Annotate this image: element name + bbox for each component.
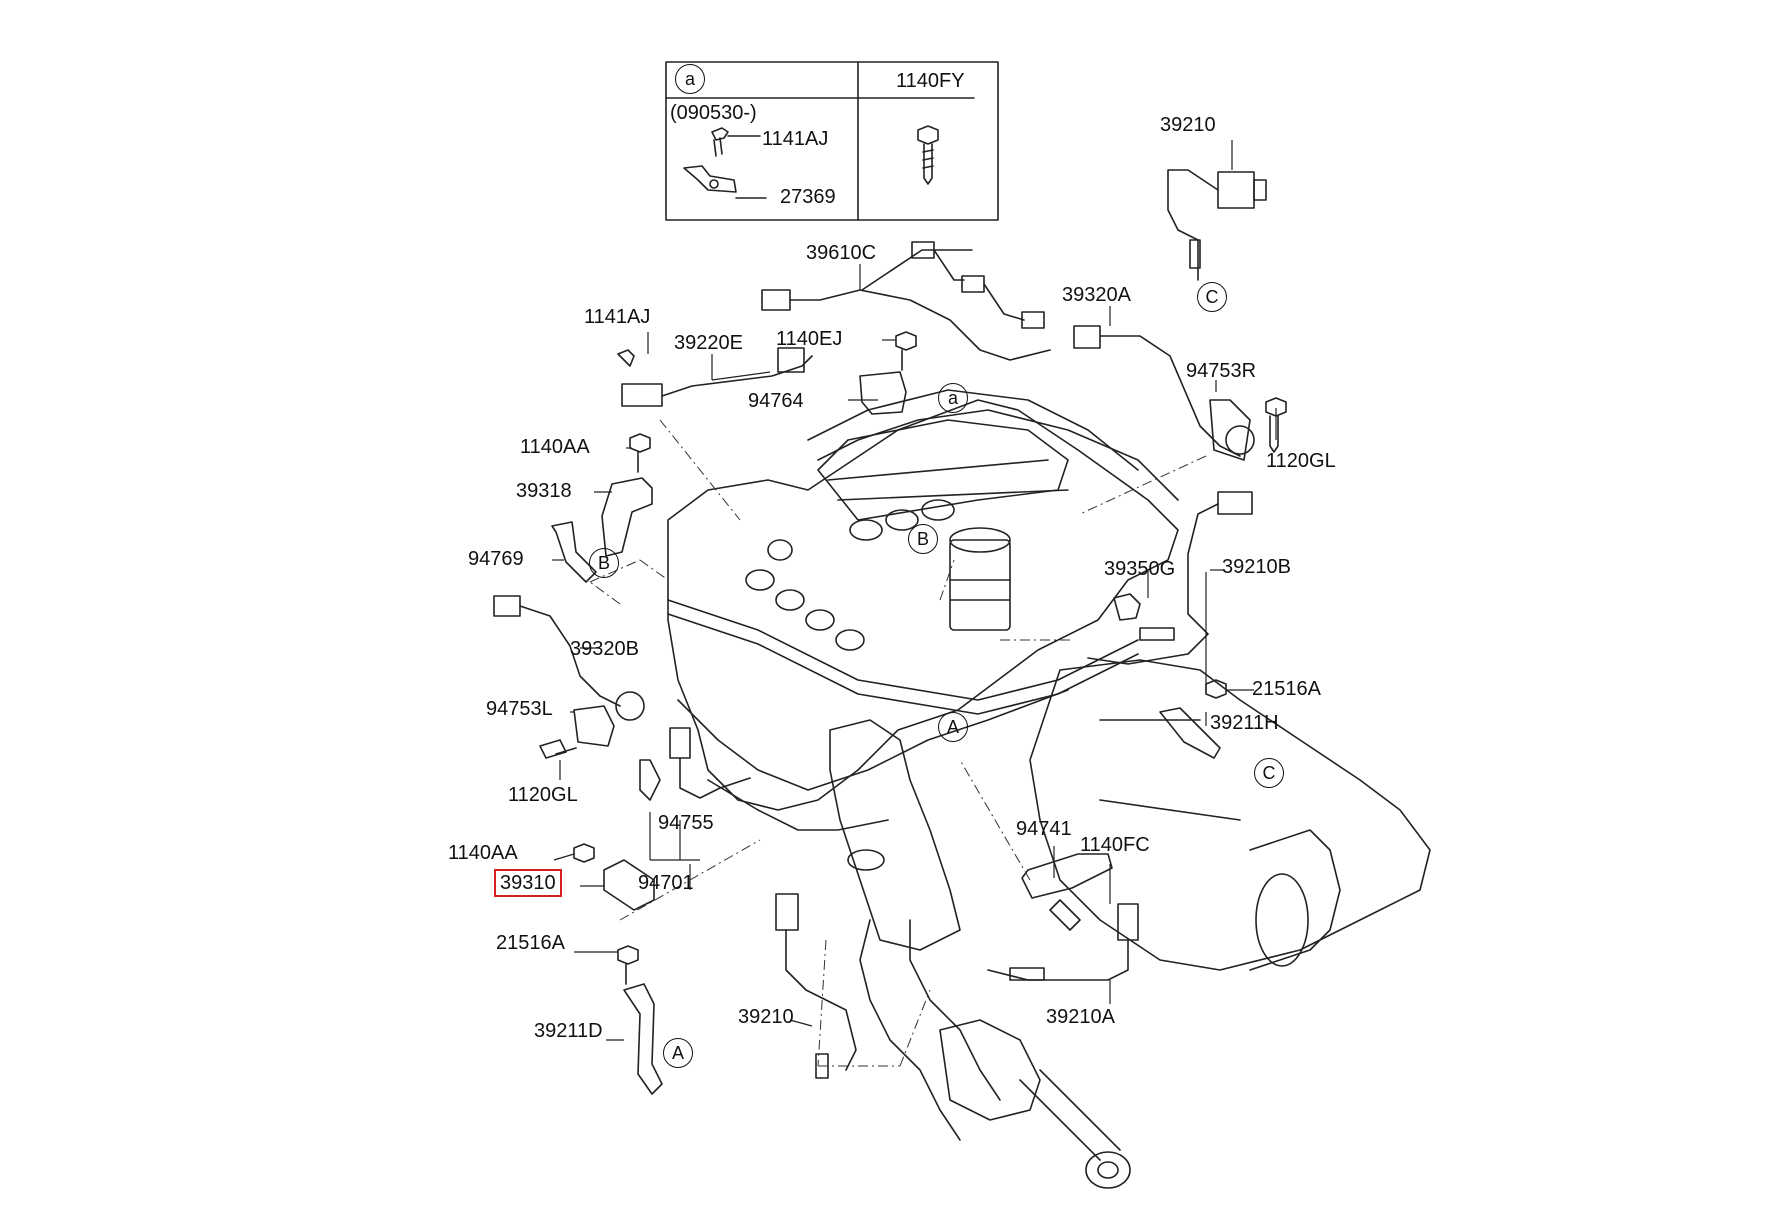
reference-lines	[589, 419, 1207, 1067]
bracket-94764	[859, 331, 917, 415]
part-label-39211D[interactable]: 39211D	[534, 1020, 603, 1042]
engine-block	[667, 389, 1179, 831]
part-label-39210A[interactable]: 39210A	[1046, 1006, 1115, 1028]
part-label-1120GL-left[interactable]: 1120GL	[508, 784, 578, 806]
callout-b-sensor: B	[589, 548, 619, 578]
sensor-39320A	[1073, 325, 1255, 461]
legend-key-circle: a	[675, 64, 705, 94]
transmission	[1029, 659, 1431, 971]
bolt-1120GL-right	[1265, 397, 1287, 453]
sensor-39318	[601, 433, 653, 557]
part-label-1141AJ[interactable]: 1141AJ	[584, 306, 651, 328]
sensor-39220E	[617, 347, 813, 407]
part-label-94755[interactable]: 94755	[658, 812, 714, 834]
sensor-39310	[573, 843, 655, 911]
part-label-94741[interactable]: 94741	[1016, 818, 1072, 840]
legend-col2-header: 1140FY	[896, 70, 965, 92]
part-label-94753L[interactable]: 94753L	[486, 698, 553, 720]
part-label-1140AA-bottom[interactable]: 1140AA	[448, 842, 518, 864]
exhaust-system	[829, 719, 1131, 1189]
bolt-1120GL-left	[539, 739, 577, 759]
legend-part-bracket: 27369	[780, 186, 836, 208]
part-label-39310-highlighted[interactable]: 39310	[494, 869, 562, 897]
part-label-1120GL-right[interactable]: 1120GL	[1266, 450, 1336, 472]
bracket-39211H	[1159, 679, 1227, 759]
part-label-39318[interactable]: 39318	[516, 480, 572, 502]
part-label-21516A-right[interactable]: 21516A	[1252, 678, 1321, 700]
bracket-39211D	[617, 945, 663, 1095]
bracket-94741	[1021, 853, 1113, 931]
part-label-1140AA-top[interactable]: 1140AA	[520, 436, 590, 458]
part-label-39210-top[interactable]: 39210	[1160, 114, 1216, 136]
part-label-94769[interactable]: 94769	[468, 548, 524, 570]
part-label-39220E[interactable]: 39220E	[674, 332, 743, 354]
callout-b-engine: B	[908, 524, 938, 554]
part-label-1140EJ[interactable]: 1140EJ	[776, 328, 843, 350]
part-label-39211H[interactable]: 39211H	[1210, 712, 1279, 734]
part-label-94764[interactable]: 94764	[748, 390, 804, 412]
part-label-39610C[interactable]: 39610C	[806, 242, 877, 264]
sensor-39320B	[493, 595, 645, 721]
part-label-94753R[interactable]: 94753R	[1186, 360, 1257, 382]
sensor-39210B	[1087, 491, 1253, 665]
callout-c-transmission: C	[1254, 758, 1284, 788]
sensor-39350G	[1113, 593, 1141, 621]
part-label-21516A-left[interactable]: 21516A	[496, 932, 565, 954]
harness-39610C	[761, 241, 1051, 361]
sensor-94755	[639, 727, 751, 801]
legend-part-bolt: 1141AJ	[762, 128, 829, 150]
legend-table-frame	[665, 61, 999, 221]
legend-date-range: (090530-)	[670, 102, 757, 124]
callout-a-engine: A	[938, 712, 968, 742]
sensor-39210A	[987, 903, 1139, 981]
part-label-39320A[interactable]: 39320A	[1062, 284, 1131, 306]
sensor-39210-top	[1167, 169, 1267, 281]
bracket-94769	[551, 521, 597, 583]
leader-lines	[552, 140, 1277, 1041]
callout-a: a	[938, 383, 968, 413]
part-label-39320B[interactable]: 39320B	[570, 638, 639, 660]
part-label-39210-bottom[interactable]: 39210	[738, 1006, 794, 1028]
sensor-39210-bottom	[775, 893, 857, 1079]
callout-c-sensor: C	[1197, 282, 1227, 312]
part-label-1140FC[interactable]: 1140FC	[1080, 834, 1150, 856]
part-label-39210B[interactable]: 39210B	[1222, 556, 1291, 578]
part-label-94701[interactable]: 94701	[638, 872, 694, 894]
callout-a-bracket: A	[663, 1038, 693, 1068]
part-label-39350G[interactable]: 39350G	[1104, 558, 1176, 580]
bracket-94753L	[573, 705, 615, 747]
